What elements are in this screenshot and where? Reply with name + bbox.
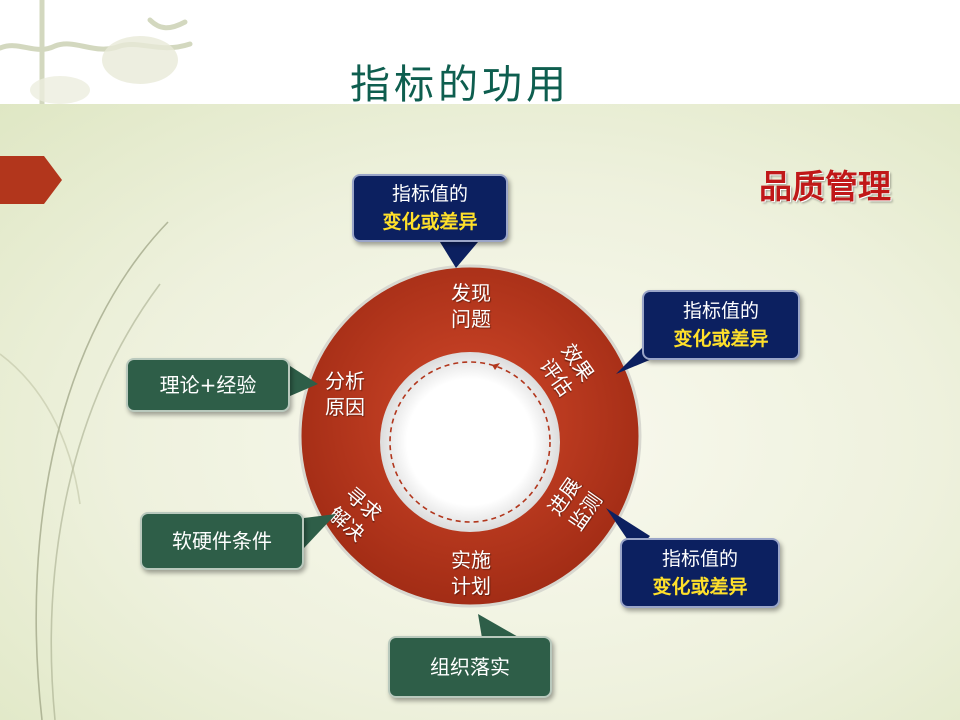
red-arrow-marker: [0, 156, 62, 204]
callout-indicator-change-right: 指标值的 变化或差异: [642, 290, 800, 360]
pointer-indicator-top: [440, 242, 478, 268]
stage-implement-plan: 实施计划: [451, 548, 491, 598]
cycle-direction-arrow: [492, 363, 500, 370]
stage-analyze-cause: 分析原因: [325, 369, 365, 419]
cycle-diagram: [298, 264, 642, 608]
slide-header: 指标的功用: [0, 0, 960, 108]
decorative-curves: [0, 221, 169, 720]
callout-software-hardware: 软硬件条件: [140, 512, 304, 570]
pointer-resources: [304, 514, 336, 548]
stage-discover-problem: 发现问题: [451, 281, 491, 331]
pointer-theory: [290, 366, 318, 396]
pointer-implementation: [478, 614, 520, 638]
slide-title: 指标的功用: [350, 62, 570, 108]
decorative-plant-graphic: [0, 0, 193, 104]
content-panel: 品质管理 发现问题 效果评估 进展监测 实施计划 寻求解决 分析原因: [0, 104, 960, 720]
quality-management-heading: 品质管理: [759, 167, 891, 206]
cycle-dashed-path: [389, 361, 551, 523]
callout-theory-experience: 理论+经验: [126, 358, 290, 412]
callout-organize-implement: 组织落实: [388, 636, 552, 698]
callout-indicator-change-top: 指标值的 变化或差异: [352, 174, 508, 242]
cycle-center: [380, 352, 560, 532]
callout-indicator-change-bottom: 指标值的 变化或差异: [620, 538, 780, 608]
